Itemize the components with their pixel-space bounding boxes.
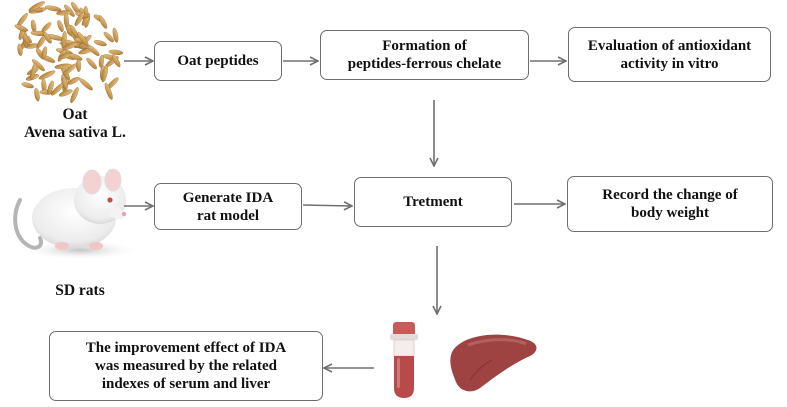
treatment-box: Tretment [354, 177, 512, 227]
oat-peptides-box: Oat peptides [154, 41, 282, 81]
treatment-text: Tretment [403, 194, 463, 210]
chelate-formation-box: Formation of peptides-ferrous chelate [320, 30, 529, 80]
sd-rats-label: SD rats [55, 282, 105, 299]
antioxidant-evaluation-box: Evaluation of antioxidant activity in vi… [568, 27, 771, 82]
oat-peptides-text: Oat peptides [177, 53, 259, 69]
improvement-effect-text: The improvement effect of IDA was measur… [85, 340, 287, 392]
improvement-effect-box: The improvement effect of IDA was measur… [49, 331, 323, 401]
arrow-model-to-treatment [302, 205, 351, 206]
body-weight-text: Record the change of body weight [602, 187, 738, 221]
chelate-formation-text: Formation of peptides-ferrous chelate [347, 38, 502, 72]
body-weight-box: Record the change of body weight [567, 176, 773, 232]
oat-label: Oat Avena sativa L. [24, 106, 126, 141]
antioxidant-evaluation-text: Evaluation of antioxidant activity in vi… [587, 37, 752, 72]
ida-model-text: Generate IDA rat model [182, 189, 274, 224]
ida-model-box: Generate IDA rat model [154, 183, 302, 230]
